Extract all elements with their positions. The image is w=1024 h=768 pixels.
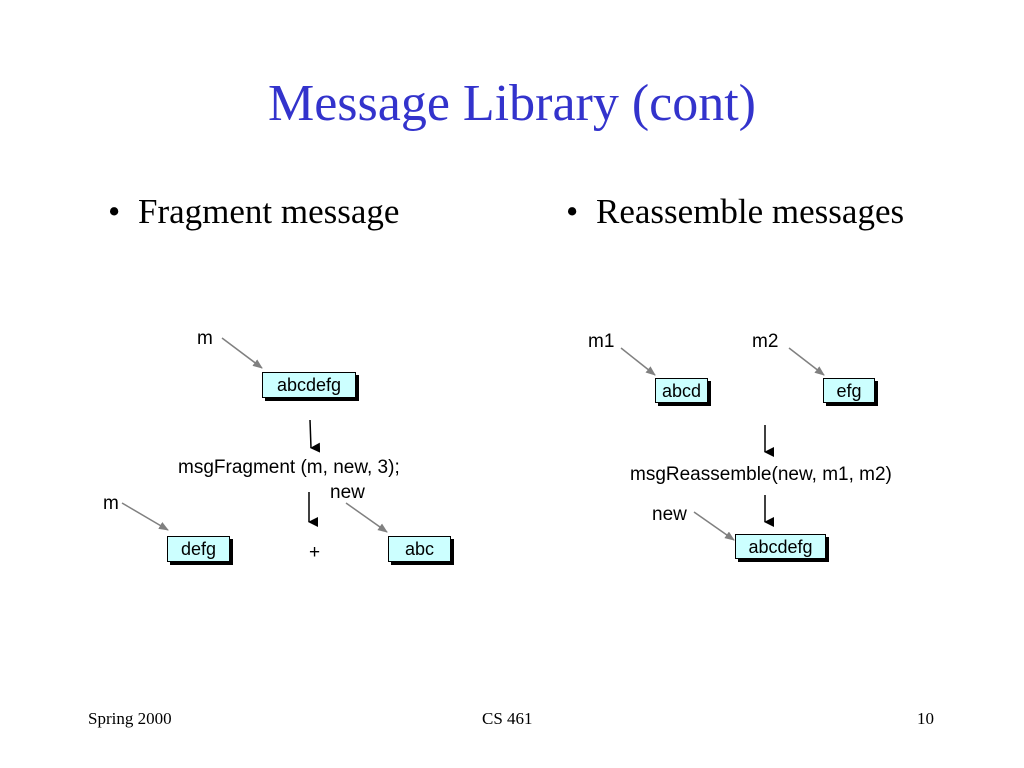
label-m2: m2 xyxy=(752,331,779,352)
label-new: new xyxy=(652,504,687,525)
bullet-glyph: • xyxy=(566,192,579,231)
label-new: new xyxy=(330,482,365,503)
bullet-reassemble: • Reassemble messages xyxy=(566,188,904,236)
message-box-abcd: abcd xyxy=(655,378,708,403)
pointer-arrow-m-to-abcdefg xyxy=(221,337,263,369)
plus-sign: + xyxy=(309,542,321,563)
bullet-reassemble-text: Reassemble messages xyxy=(596,192,905,231)
msg-fragment-call: msgFragment (m, new, 3); xyxy=(178,457,400,478)
pointer-arrow-new-to-abc xyxy=(345,502,388,533)
message-box-efg: efg xyxy=(823,378,875,403)
label-m: m xyxy=(197,328,213,349)
msg-reassemble-call: msgReassemble(new, m1, m2) xyxy=(630,464,892,485)
message-box-abcdefg: abcdefg xyxy=(262,372,356,398)
message-box-abcdefg-result: abcdefg xyxy=(735,534,826,559)
footer-course: CS 461 xyxy=(482,709,533,728)
footer-date: Spring 2000 xyxy=(88,709,172,728)
bullet-glyph: • xyxy=(108,192,121,231)
label-m1: m1 xyxy=(588,331,615,352)
pointer-arrow-m-to-defg xyxy=(121,502,169,531)
message-box-defg: defg xyxy=(167,536,230,562)
pointer-arrow-m1-to-abcd xyxy=(620,347,656,376)
footer-page-number: 10 xyxy=(917,709,934,728)
label-m: m xyxy=(103,493,119,514)
message-box-abc: abc xyxy=(388,536,451,562)
bullet-fragment: • Fragment message xyxy=(108,188,399,236)
bullet-fragment-text: Fragment message xyxy=(138,192,400,231)
slide-title: Message Library (cont) xyxy=(267,75,757,132)
flow-arrow-fragment-1 xyxy=(309,419,321,453)
pointer-arrow-m2-to-efg xyxy=(788,347,825,376)
pointer-arrow-new-to-abcdefg xyxy=(693,511,735,541)
